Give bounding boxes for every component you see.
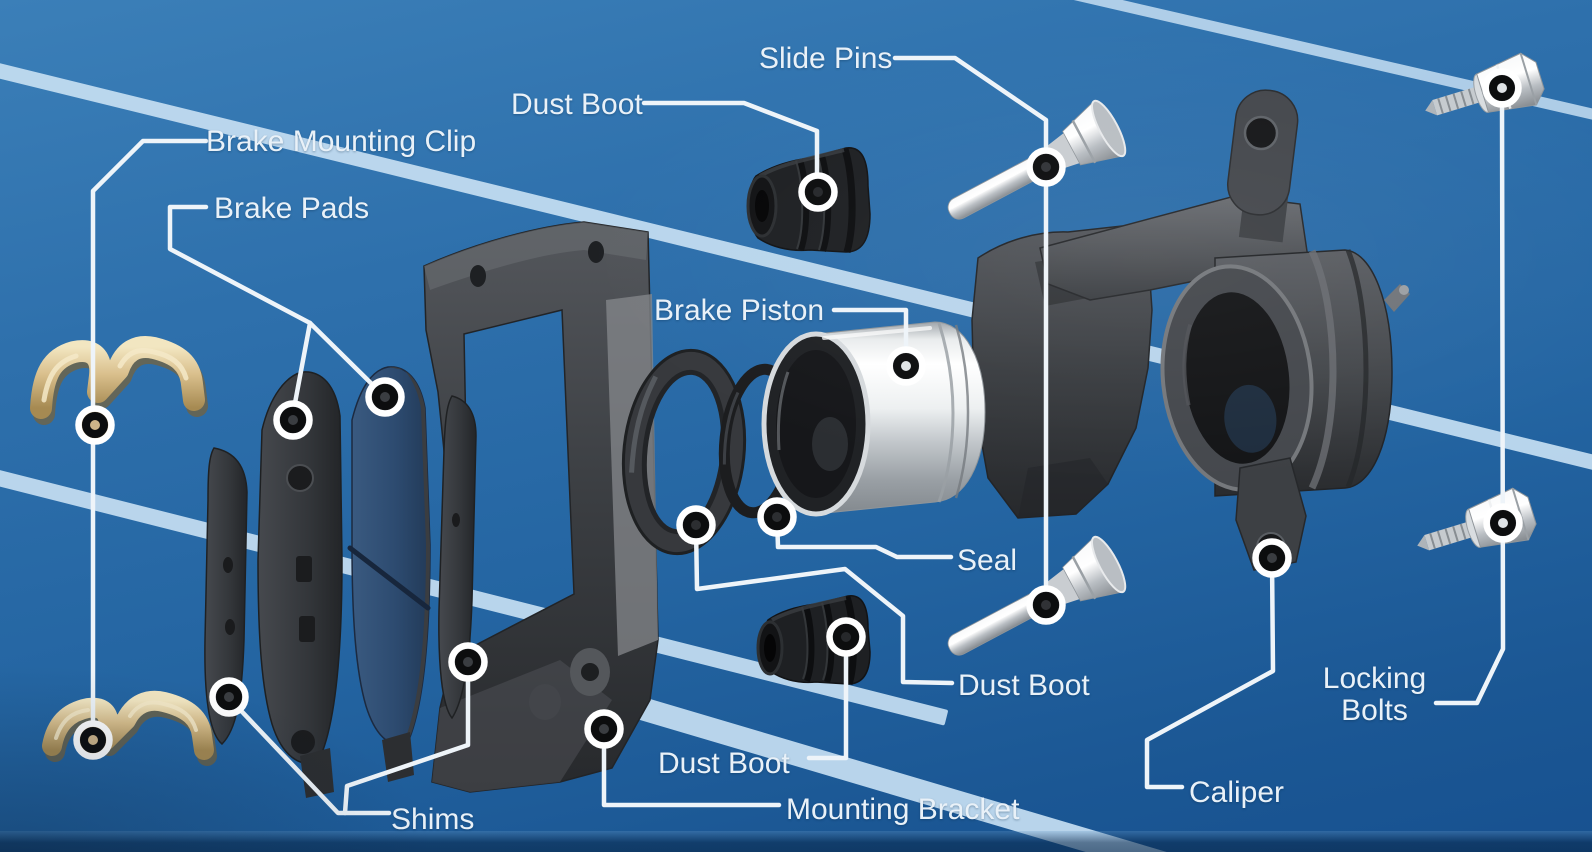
callout-line-slide-pins bbox=[892, 55, 1049, 609]
caliper-part bbox=[971, 89, 1410, 571]
brake-pad-rear-part bbox=[257, 371, 343, 798]
label-mounting-bracket: Mounting Bracket bbox=[786, 793, 1020, 826]
shim-left-part bbox=[204, 447, 248, 746]
callout-line-dust-boot-top bbox=[641, 100, 820, 194]
label-slide-pins: Slide Pins bbox=[759, 42, 893, 75]
callout-marker-brake-piston bbox=[886, 346, 926, 386]
callout-line-shims-right bbox=[342, 660, 471, 816]
brake-mounting-clip-bottom-part bbox=[42, 690, 217, 766]
callout-line-locking-bolts bbox=[1433, 89, 1506, 706]
callout-marker-dust-boot-ring bbox=[676, 505, 716, 545]
brake-mounting-clip-top-part bbox=[30, 336, 208, 425]
label-brake-pads: Brake Pads bbox=[214, 192, 370, 225]
label-locking-bolts-line1: Locking bbox=[1322, 662, 1427, 695]
callout-marker-pad-rear bbox=[273, 400, 313, 440]
callout-line-mounting-bracket bbox=[601, 727, 782, 808]
label-brake-mounting-clip: Brake Mounting Clip bbox=[206, 125, 477, 158]
callout-marker-dust-boot-lower bbox=[826, 617, 866, 657]
label-seal: Seal bbox=[957, 544, 1018, 577]
callout-marker-pad-front bbox=[365, 377, 405, 417]
callout-marker-slide-pin-top bbox=[1026, 147, 1066, 187]
callout-marker-clip-top bbox=[75, 405, 115, 445]
label-caliper: Caliper bbox=[1189, 776, 1285, 809]
label-locking-bolts-line2: Bolts bbox=[1341, 694, 1408, 727]
callout-marker-shim-left bbox=[209, 677, 249, 717]
callout-line-brake-pads bbox=[167, 204, 313, 326]
callout-line-caliper bbox=[1144, 556, 1276, 790]
label-shims: Shims bbox=[391, 803, 475, 836]
callout-marker-shim-right bbox=[448, 642, 488, 682]
brake-pad-front-part bbox=[347, 366, 431, 782]
label-dust-boot-top: Dust Boot bbox=[511, 88, 643, 121]
locking-bolt-top-part bbox=[1425, 52, 1545, 116]
brake-piston-part bbox=[761, 321, 986, 517]
callout-marker-slide-pin-bottom bbox=[1026, 585, 1066, 625]
callout-line-shims-left bbox=[226, 695, 392, 816]
shim-right-part bbox=[438, 395, 477, 720]
callout-marker-seal bbox=[757, 497, 797, 537]
label-brake-piston: Brake Piston bbox=[654, 294, 825, 327]
callout-marker-dust-boot-top bbox=[798, 172, 838, 212]
callout-marker-caliper bbox=[1252, 538, 1292, 578]
callout-line-dust-boot-middle bbox=[693, 523, 955, 686]
callout-line-dust-boot-lower bbox=[806, 635, 849, 761]
callout-marker-clip-bottom bbox=[73, 720, 113, 760]
callout-marker-mounting-bracket bbox=[584, 709, 624, 749]
callout-line-seal bbox=[774, 515, 954, 560]
label-locking-bolts: Locking Bolts bbox=[1307, 663, 1442, 727]
floor-shadow-band bbox=[0, 831, 1592, 852]
callout-markers bbox=[73, 68, 1523, 760]
callout-line-brake-mounting-clip bbox=[90, 138, 209, 745]
label-dust-boot-lower: Dust Boot bbox=[658, 747, 790, 780]
callout-marker-locking-bolt-top bbox=[1482, 68, 1522, 108]
callout-marker-locking-bolt-right bbox=[1483, 503, 1523, 543]
label-dust-boot-middle: Dust Boot bbox=[958, 669, 1090, 702]
